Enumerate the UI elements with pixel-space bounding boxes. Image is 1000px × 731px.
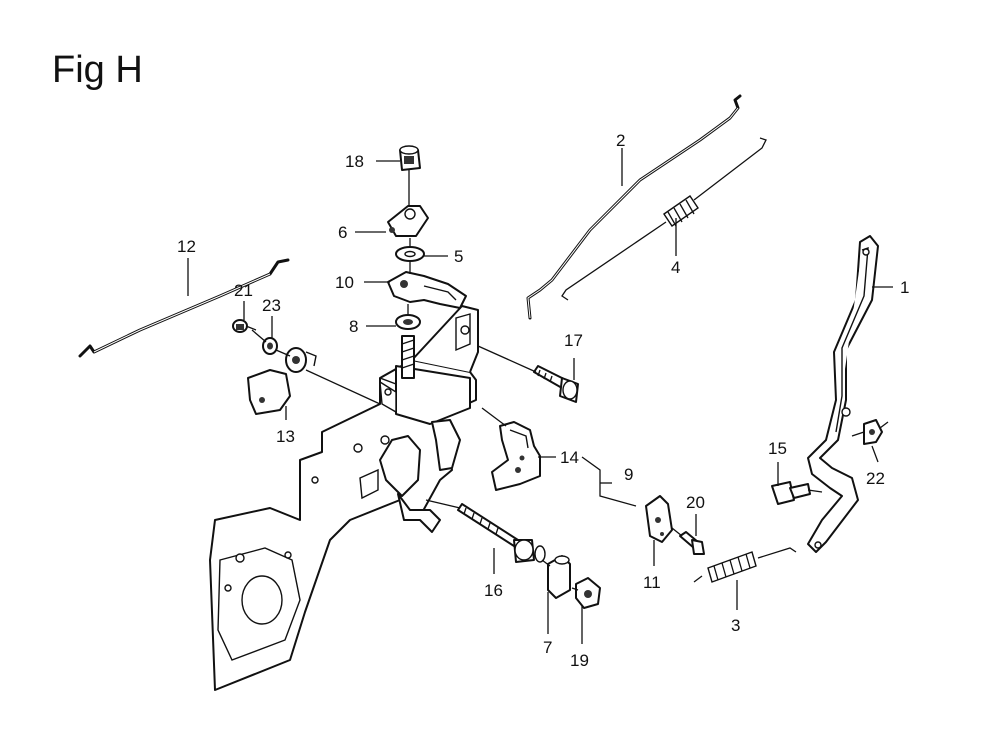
part-7-collar — [547, 555, 571, 599]
part-12-choke-rod — [78, 258, 290, 358]
figure-title: Fig H — [52, 49, 143, 91]
part-22-nut — [863, 419, 889, 445]
callout-4: 4 — [671, 258, 680, 277]
callout-leaders — [187, 148, 893, 644]
part-1-control-lever — [807, 235, 879, 553]
callout-7: 7 — [543, 638, 552, 657]
part-18-nut — [399, 145, 421, 171]
callout-17: 17 — [564, 331, 583, 350]
part-6-lever-plate — [387, 205, 429, 237]
part-19-nut — [575, 577, 601, 609]
callout-numbers: 1 2 3 4 5 6 7 8 9 10 11 12 13 14 15 16 1… — [177, 131, 909, 670]
part-11-cable-clamp — [645, 495, 673, 543]
part-21-screw — [232, 319, 257, 333]
callout-3: 3 — [731, 616, 740, 635]
part-4-governor-spring — [561, 137, 767, 301]
part-14-bracket — [491, 421, 541, 491]
control-base-plate — [209, 305, 479, 691]
assembly-lines — [251, 170, 865, 591]
callout-5: 5 — [454, 247, 463, 266]
part-3-spring — [693, 547, 797, 583]
pivot-bolt — [401, 335, 415, 379]
part-15-bolt — [771, 481, 811, 505]
callout-1: 1 — [900, 278, 909, 297]
callout-9: 9 — [624, 465, 633, 484]
callout-15: 15 — [768, 439, 787, 458]
callout-20: 20 — [686, 493, 705, 512]
callout-22: 22 — [866, 469, 885, 488]
part-10-control-arm — [387, 271, 467, 309]
callout-23: 23 — [262, 296, 281, 315]
part-13-governor-holder — [247, 347, 317, 415]
part-17-bolt — [533, 365, 579, 403]
callout-21: 21 — [234, 281, 253, 300]
callout-16: 16 — [484, 581, 503, 600]
part-2-throttle-rod — [526, 94, 742, 320]
callout-14: 14 — [560, 448, 579, 467]
part-20-screw — [679, 531, 705, 555]
callout-12: 12 — [177, 237, 196, 256]
part-8-washer — [395, 314, 421, 330]
callout-11: 11 — [643, 573, 661, 592]
callout-19: 19 — [570, 651, 589, 670]
callout-18: 18 — [345, 152, 364, 171]
callout-6: 6 — [338, 223, 347, 242]
callout-10: 10 — [335, 273, 354, 292]
part-5-washer — [395, 246, 425, 262]
part-23-washer — [262, 337, 278, 355]
callout-8: 8 — [349, 317, 358, 336]
callout-2: 2 — [616, 131, 625, 150]
part-16-bolt — [457, 503, 546, 563]
callout-13: 13 — [276, 427, 295, 446]
